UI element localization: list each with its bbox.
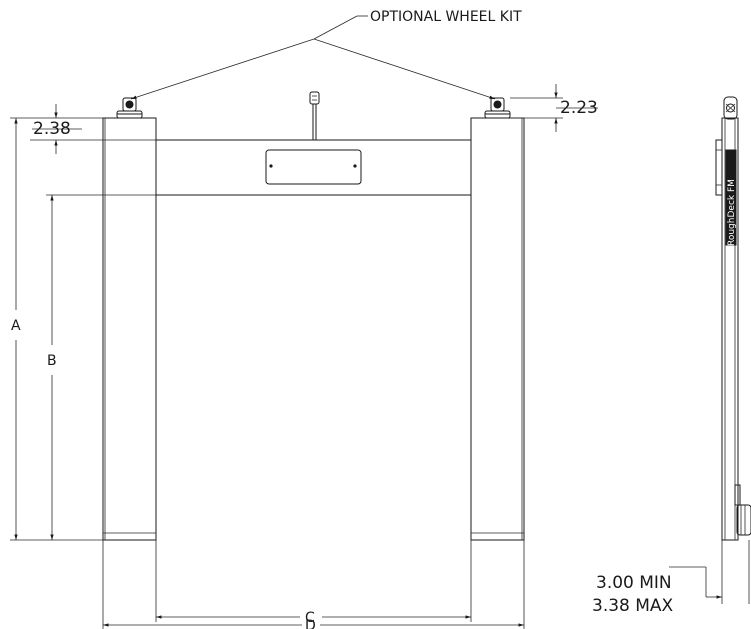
screw-left: [269, 164, 273, 168]
left-post: [102, 117, 157, 541]
cross-beam: [155, 139, 472, 196]
control-box: [265, 149, 362, 185]
dim-2-23-value: 2.23: [560, 98, 598, 118]
dim-2-38-value: 2.38: [33, 119, 71, 139]
dim-a-label: A: [11, 318, 21, 334]
front-view: [102, 91, 525, 541]
side-brand-label: RoughDeck FM: [727, 179, 737, 246]
wheel-kit-label: OPTIONAL WHEEL KIT: [370, 9, 522, 25]
screw-right: [353, 164, 357, 168]
dim-2-38: 2.38: [30, 104, 156, 154]
right-post: [470, 117, 525, 541]
cable-plug: [309, 91, 320, 140]
dim-min-value: 3.00 MIN: [596, 573, 672, 593]
dim-c-label: C: [305, 610, 315, 626]
dim-d: D: [102, 540, 525, 629]
dim-a: A: [10, 117, 103, 541]
side-view: RoughDeck FM: [715, 96, 751, 541]
dim-max-value: 3.38 MAX: [592, 596, 674, 616]
side-post: [721, 117, 739, 541]
dim-b-label: B: [47, 353, 57, 369]
dim-2-23: 2.23: [510, 84, 598, 132]
dim-b: B: [46, 194, 156, 540]
dim-d-label: D: [305, 618, 316, 629]
dim-min-max: 3.00 MIN 3.38 MAX: [592, 540, 750, 616]
dim-c: C: [155, 540, 472, 626]
wheel-kit-callout: OPTIONAL WHEEL KIT: [130, 9, 522, 100]
left-wheel-icon: [116, 97, 143, 119]
right-wheel-icon: [484, 97, 511, 119]
side-top-wheel-icon: [723, 96, 738, 120]
